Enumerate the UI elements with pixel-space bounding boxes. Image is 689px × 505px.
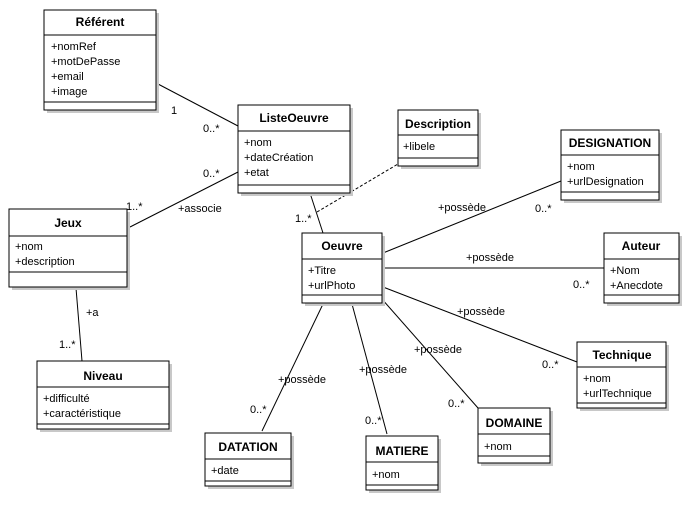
class-description[interactable]: Description +libele — [397, 109, 481, 169]
class-name: Niveau — [83, 369, 122, 383]
multiplicity-label: 0..* — [448, 398, 465, 410]
multiplicity-label: 1..* — [59, 339, 76, 351]
class-niveau[interactable]: Niveau +difficulté +caractéristique — [36, 360, 172, 432]
attribute: +description — [15, 256, 75, 268]
multiplicity-label: 0..* — [365, 415, 382, 427]
attribute: +libele — [403, 141, 435, 153]
role-label: +possède — [359, 364, 407, 376]
class-listeoeuvre[interactable]: ListeOeuvre +nom +dateCréation +etat — [237, 104, 353, 196]
attribute: +Titre — [308, 265, 336, 277]
multiplicity-label: 0..* — [573, 279, 590, 291]
multiplicity-label: 0..* — [535, 203, 552, 215]
role-label: +possède — [466, 252, 514, 264]
attribute: +nom — [484, 441, 512, 453]
attribute: +difficulté — [43, 393, 90, 405]
class-name: ListeOeuvre — [259, 111, 329, 125]
assoc-oeuvre-datation — [261, 303, 324, 432]
role-label: +associe — [178, 203, 222, 215]
class-name: Auteur — [622, 239, 661, 253]
attribute: +nomRef — [51, 41, 97, 53]
multiplicity-label: 0..* — [542, 359, 559, 371]
class-name: DESIGNATION — [569, 136, 651, 150]
associations — [75, 83, 604, 435]
attribute: +nom — [244, 137, 272, 149]
class-oeuvre[interactable]: Oeuvre +Titre +urlPhoto — [301, 232, 385, 306]
role-label: +possède — [414, 344, 462, 356]
attribute: +nom — [15, 241, 43, 253]
role-label: +a — [86, 307, 99, 319]
class-referent[interactable]: Référent +nomRef +motDePasse +email +ima… — [43, 9, 159, 113]
assoc-listeoeuvre-oeuvre — [309, 192, 324, 234]
role-label: +possède — [457, 306, 505, 318]
class-name: Description — [405, 117, 471, 131]
class-technique[interactable]: Technique +nom +urlTechnique — [576, 341, 669, 411]
class-designation[interactable]: DESIGNATION +nom +urlDesignation — [560, 129, 662, 203]
attribute: +urlPhoto — [308, 280, 355, 292]
attribute: +Nom — [610, 265, 640, 277]
assoc-jeux-listeoeuvre — [129, 171, 239, 228]
attribute: +motDePasse — [51, 56, 120, 68]
class-name: DATATION — [218, 440, 277, 454]
multiplicity-label: 0..* — [203, 123, 220, 135]
attribute: +dateCréation — [244, 152, 313, 164]
role-label: +possède — [278, 374, 326, 386]
assoc-oeuvre-domaine — [380, 297, 479, 409]
attribute: +nom — [583, 373, 611, 385]
attribute: +Anecdote — [610, 280, 663, 292]
class-name: Oeuvre — [321, 239, 363, 253]
assoc-oeuvre-designation — [382, 180, 562, 254]
attribute: +nom — [567, 161, 595, 173]
attribute: +etat — [244, 167, 269, 179]
assoc-oeuvre-technique — [382, 286, 578, 363]
multiplicity-label: 0..* — [203, 168, 220, 180]
class-datation[interactable]: DATATION +date — [204, 432, 294, 489]
class-domaine[interactable]: DOMAINE +nom — [477, 407, 553, 466]
attribute: +email — [51, 71, 84, 83]
class-name: DOMAINE — [486, 416, 543, 430]
attribute: +image — [51, 86, 87, 98]
class-matiere[interactable]: MATIERE +nom — [365, 435, 441, 493]
multiplicity-label: 1 — [171, 105, 177, 117]
role-label: +possède — [438, 202, 486, 214]
multiplicity-label: 0..* — [250, 404, 267, 416]
class-name: Référent — [76, 15, 125, 29]
attribute: +nom — [372, 469, 400, 481]
class-jeux[interactable]: Jeux +nom +description — [8, 208, 130, 290]
multiplicity-label: 1..* — [126, 201, 143, 213]
class-name: Jeux — [54, 216, 82, 230]
multiplicity-label: 1..* — [295, 213, 312, 225]
attribute: +urlTechnique — [583, 388, 652, 400]
assoc-referent-listeoeuvre — [157, 83, 239, 127]
assoc-oeuvre-matiere — [351, 303, 388, 435]
class-auteur[interactable]: Auteur +Nom +Anecdote — [603, 232, 682, 306]
attribute: +caractéristique — [43, 408, 121, 420]
class-name: Technique — [592, 348, 651, 362]
class-name: MATIERE — [375, 444, 428, 458]
association-labels: 1 0..* 0..* 1..* +associe +a 1..* 1..* +… — [59, 105, 590, 427]
assoc-description-link — [316, 163, 399, 213]
assoc-jeux-niveau — [75, 287, 83, 362]
attribute: +date — [211, 465, 239, 477]
attribute: +urlDesignation — [567, 176, 644, 188]
